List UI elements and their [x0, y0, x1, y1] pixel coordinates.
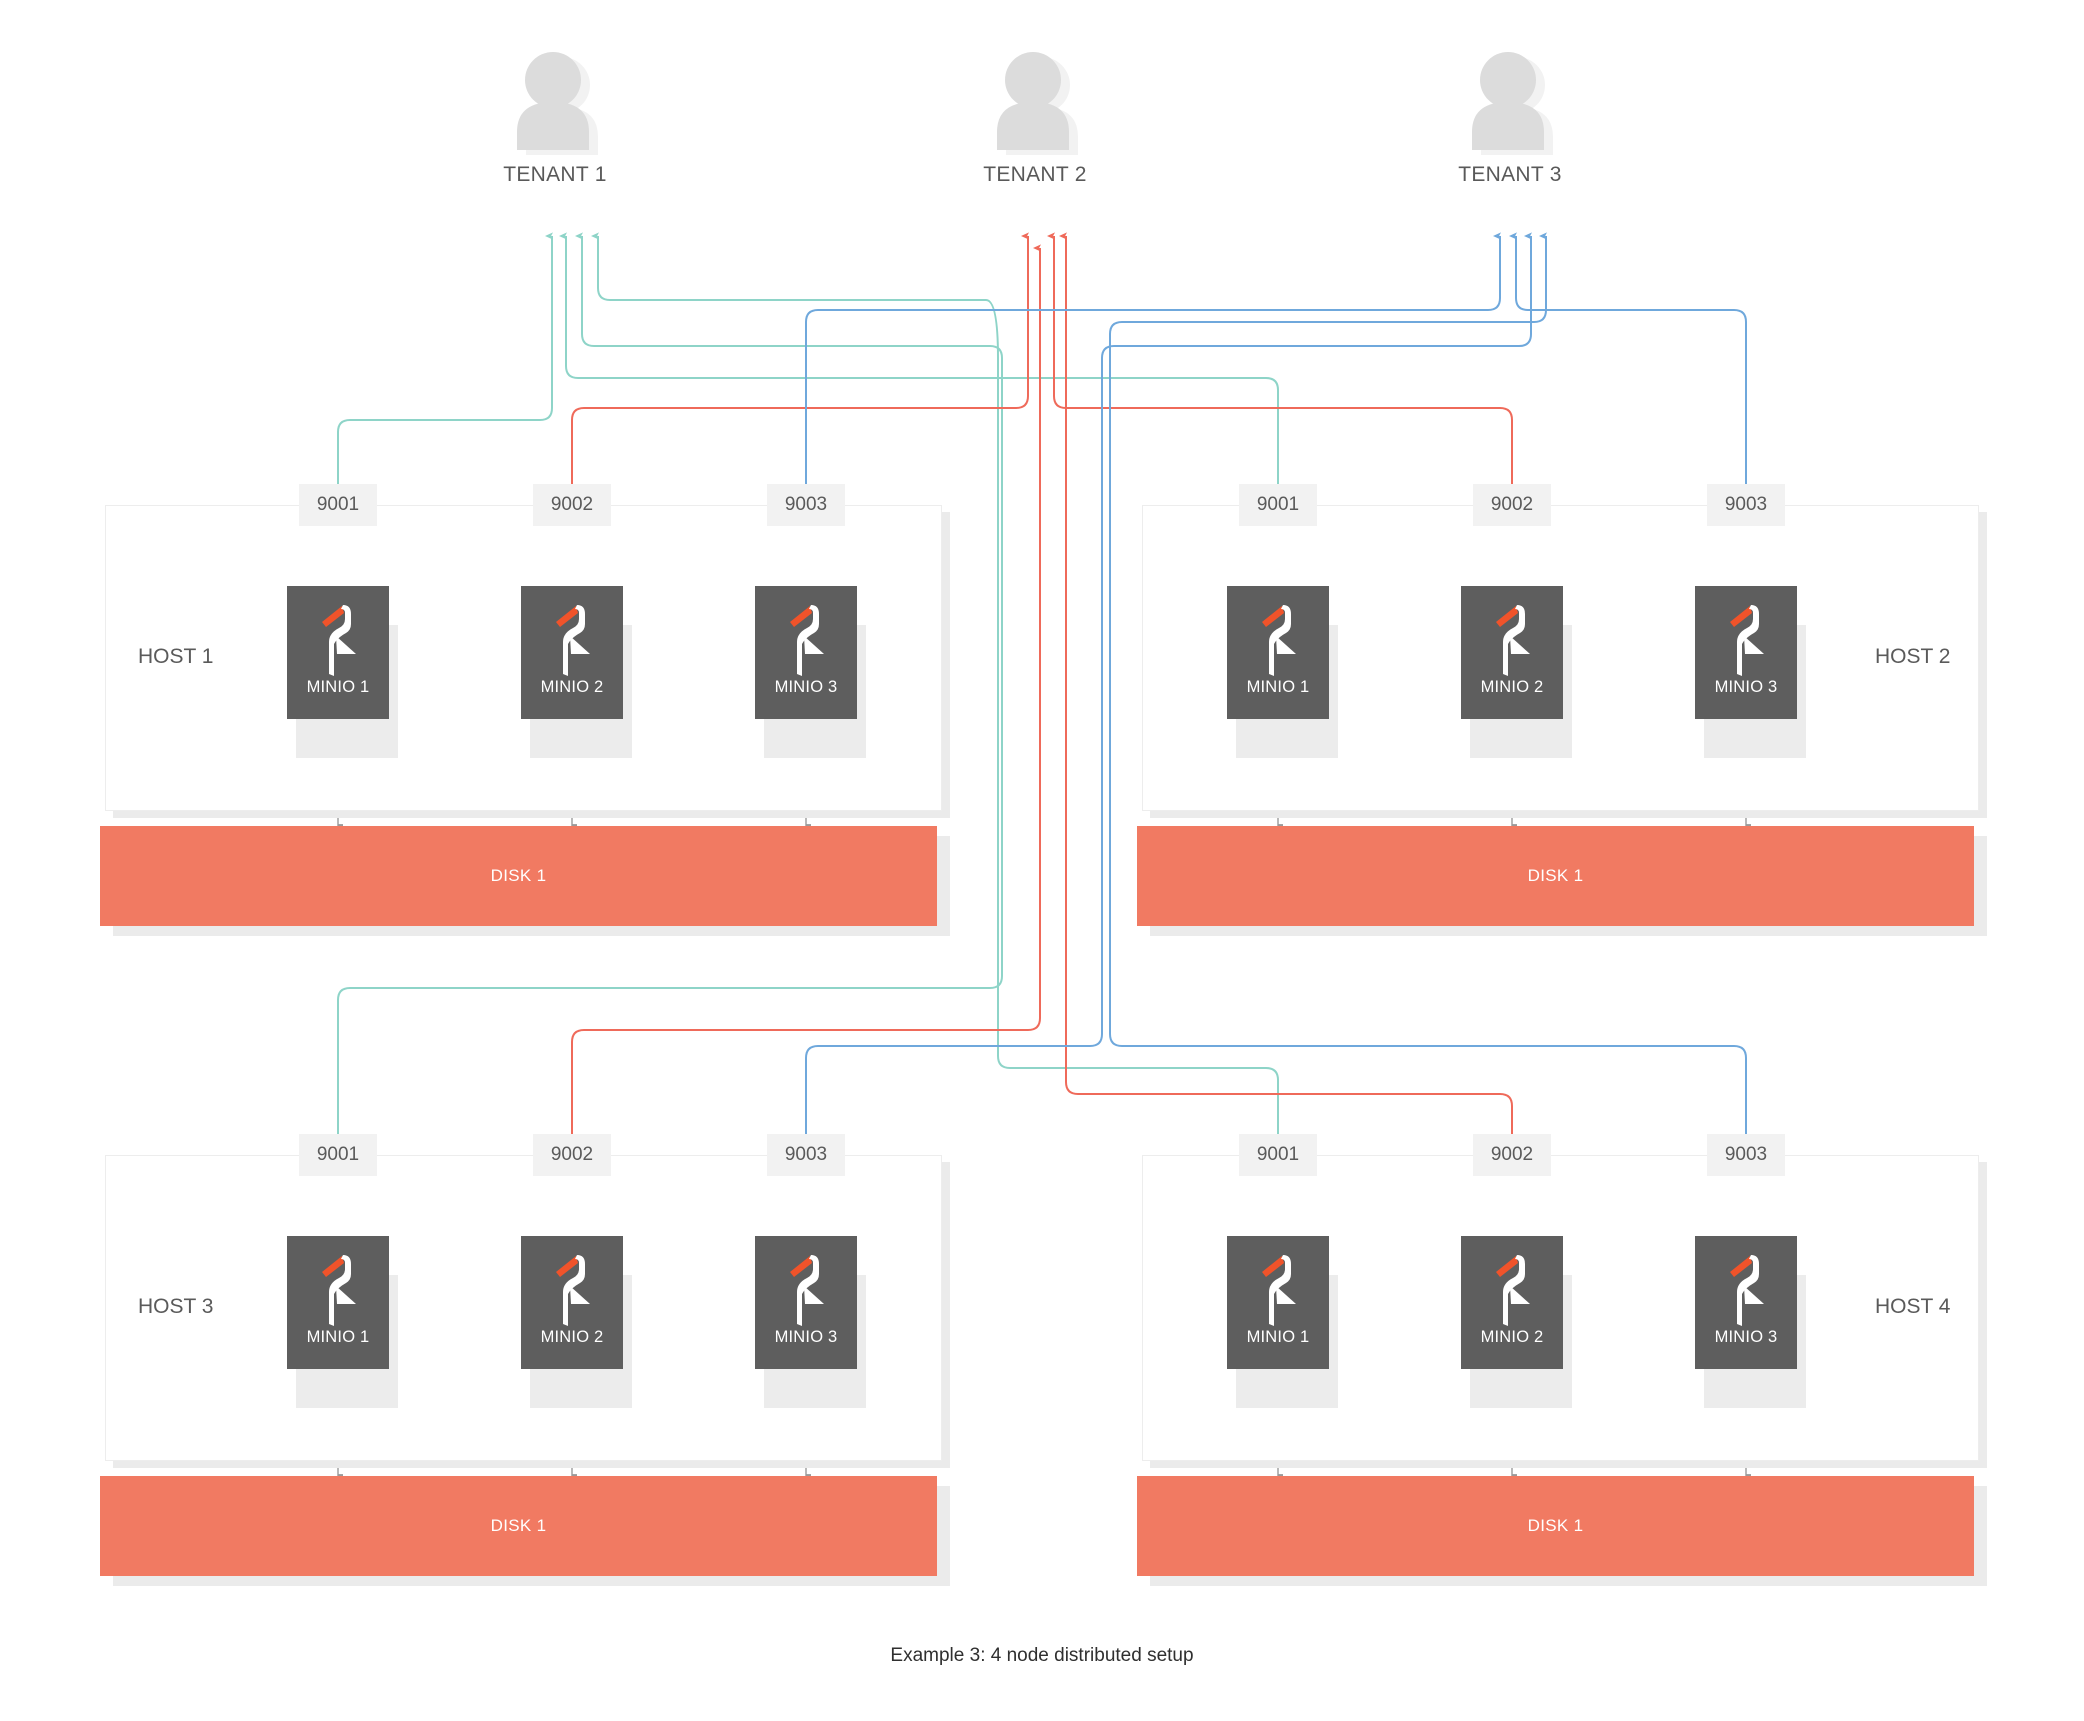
tenant-label: TENANT 3 — [1458, 163, 1562, 186]
node-label: MINIO 2 — [1480, 678, 1544, 696]
minio-heron-icon — [556, 605, 590, 676]
wire-t2-h1 — [571, 232, 1029, 500]
host-1-label: HOST 1 — [138, 645, 214, 668]
tenant-3: TENANT 3 — [1420, 45, 1600, 187]
node-label: MINIO 3 — [1714, 678, 1778, 696]
diagram-caption: Example 3: 4 node distributed setup — [890, 1645, 1194, 1666]
node-label: MINIO 2 — [540, 1328, 604, 1346]
minio-heron-icon — [790, 1255, 824, 1326]
node-label: MINIO 3 — [1714, 1328, 1778, 1346]
disk-h4: DISK 1 — [1137, 1476, 1974, 1576]
wire-t3-h2 — [1509, 232, 1747, 500]
minio-heron-icon — [322, 605, 356, 676]
port-h1-9003[interactable]: 9003 — [767, 484, 845, 526]
port-h3-9001[interactable]: 9001 — [299, 1134, 377, 1176]
node-h2-minio-2[interactable]: MINIO 2 — [1461, 586, 1563, 719]
node-h2-minio-1[interactable]: MINIO 1 — [1227, 586, 1329, 719]
port-h2-9001[interactable]: 9001 — [1239, 484, 1317, 526]
node-h3-minio-2[interactable]: MINIO 2 — [521, 1236, 623, 1369]
port-h2-9002[interactable]: 9002 — [1473, 484, 1551, 526]
wire-t3-h1 — [805, 232, 1501, 500]
disk-h2: DISK 1 — [1137, 826, 1974, 926]
node-h3-minio-1[interactable]: MINIO 1 — [287, 1236, 389, 1369]
node-h1-minio-1[interactable]: MINIO 1 — [287, 586, 389, 719]
port-h1-9001[interactable]: 9001 — [299, 484, 377, 526]
person-icon — [980, 45, 1090, 155]
tenant-1: TENANT 1 — [465, 45, 645, 187]
node-h4-minio-1[interactable]: MINIO 1 — [1227, 1236, 1329, 1369]
node-h1-minio-2[interactable]: MINIO 2 — [521, 586, 623, 719]
host-3-label: HOST 3 — [138, 1295, 214, 1318]
wire-t1-h1 — [337, 232, 553, 500]
node-label: MINIO 2 — [1480, 1328, 1544, 1346]
minio-heron-icon — [322, 1255, 356, 1326]
tenant-label: TENANT 1 — [503, 163, 607, 186]
wire-t2-h2 — [1047, 232, 1513, 500]
node-label: MINIO 2 — [540, 678, 604, 696]
node-label: MINIO 3 — [774, 1328, 838, 1346]
minio-heron-icon — [1496, 605, 1530, 676]
minio-heron-icon — [1262, 1255, 1296, 1326]
disk-h1: DISK 1 — [100, 826, 937, 926]
port-h3-9002[interactable]: 9002 — [533, 1134, 611, 1176]
port-h2-9003[interactable]: 9003 — [1707, 484, 1785, 526]
host-2-label: HOST 2 — [1875, 645, 1951, 668]
node-h2-minio-3[interactable]: MINIO 3 — [1695, 586, 1797, 719]
node-h1-minio-3[interactable]: MINIO 3 — [755, 586, 857, 719]
minio-heron-icon — [1262, 605, 1296, 676]
node-h4-minio-3[interactable]: MINIO 3 — [1695, 1236, 1797, 1369]
minio-heron-icon — [1730, 605, 1764, 676]
wire-t1-h2 — [559, 232, 1279, 500]
node-h3-minio-3[interactable]: MINIO 3 — [755, 1236, 857, 1369]
node-label: MINIO 1 — [306, 1328, 370, 1346]
minio-heron-icon — [790, 605, 824, 676]
port-h1-9002[interactable]: 9002 — [533, 484, 611, 526]
disk-h3: DISK 1 — [100, 1476, 937, 1576]
node-label: MINIO 3 — [774, 678, 838, 696]
tenant-2: TENANT 2 — [945, 45, 1125, 187]
tenant-label: TENANT 2 — [983, 163, 1087, 186]
minio-heron-icon — [1730, 1255, 1764, 1326]
port-h4-9001[interactable]: 9001 — [1239, 1134, 1317, 1176]
host-4-label: HOST 4 — [1875, 1295, 1951, 1318]
person-icon — [1455, 45, 1565, 155]
port-h3-9003[interactable]: 9003 — [767, 1134, 845, 1176]
port-h4-9003[interactable]: 9003 — [1707, 1134, 1785, 1176]
port-h4-9002[interactable]: 9002 — [1473, 1134, 1551, 1176]
person-icon — [500, 45, 610, 155]
minio-heron-icon — [556, 1255, 590, 1326]
node-label: MINIO 1 — [306, 678, 370, 696]
node-label: MINIO 1 — [1246, 1328, 1310, 1346]
node-label: MINIO 1 — [1246, 678, 1310, 696]
minio-heron-icon — [1496, 1255, 1530, 1326]
node-h4-minio-2[interactable]: MINIO 2 — [1461, 1236, 1563, 1369]
